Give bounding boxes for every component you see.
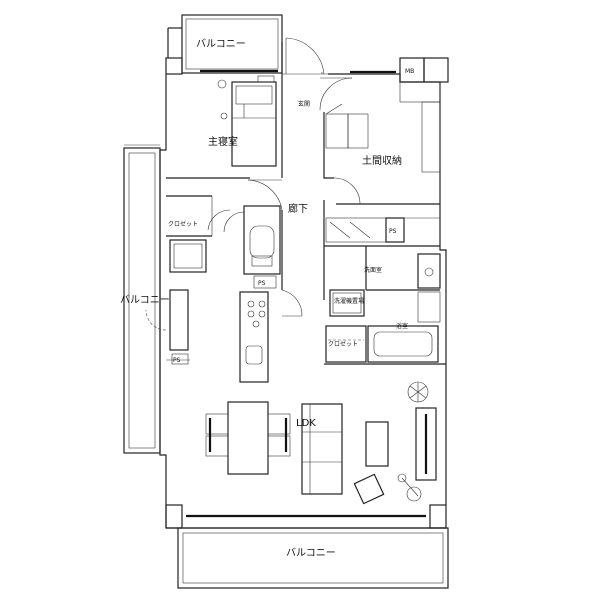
balcony-bottom: [177, 527, 449, 589]
kitchen-counter: [239, 291, 269, 383]
laundry-label: 洗濯機置場: [334, 297, 364, 305]
sofa: [301, 403, 343, 495]
hallway: [281, 200, 325, 317]
dining-set: [205, 401, 291, 475]
ps-label-1: PS: [258, 280, 266, 287]
genkan-label: 玄関: [298, 100, 310, 108]
laundry-machine: [329, 289, 365, 317]
closet-left-label: クロゼット: [168, 220, 198, 228]
ps-label-3: PS: [389, 228, 397, 235]
closet-left: [166, 195, 231, 273]
ottoman: [353, 473, 385, 505]
mb-label: MB: [405, 68, 414, 75]
balcony-left-label: バルコニー: [120, 294, 170, 306]
coffee-table: [365, 421, 389, 467]
master-bedroom-label: 主寝室: [208, 135, 238, 148]
doma-storage-room: [323, 101, 441, 205]
plant: [407, 381, 429, 403]
washroom-label: 洗面室: [364, 266, 382, 274]
mb-box: MB: [399, 57, 449, 83]
balcony-bottom-label: バルコニー: [286, 547, 336, 559]
balcony-left: [123, 144, 161, 454]
bathroom-label: 浴室: [396, 322, 408, 330]
master-bedroom: [166, 74, 283, 179]
closet-center-label: クロゼット: [328, 340, 358, 348]
bottom-wall: [165, 504, 447, 529]
hallway-label: 廊下: [288, 202, 308, 215]
ps-label-2: PS: [173, 357, 181, 364]
balcony-top-label: バルコニー: [196, 38, 246, 50]
entrance-door: [285, 37, 353, 111]
wash-bath-block: [324, 217, 441, 323]
doma-storage-label: 土間収納: [362, 154, 402, 167]
closet-center: [325, 325, 367, 363]
floor-lamp: [397, 473, 422, 502]
toilet-room: [223, 205, 281, 275]
outer-walls: [159, 42, 447, 528]
tv-board: [415, 407, 437, 481]
bathtub: [367, 325, 439, 363]
ldk-label: LDK: [296, 418, 316, 429]
